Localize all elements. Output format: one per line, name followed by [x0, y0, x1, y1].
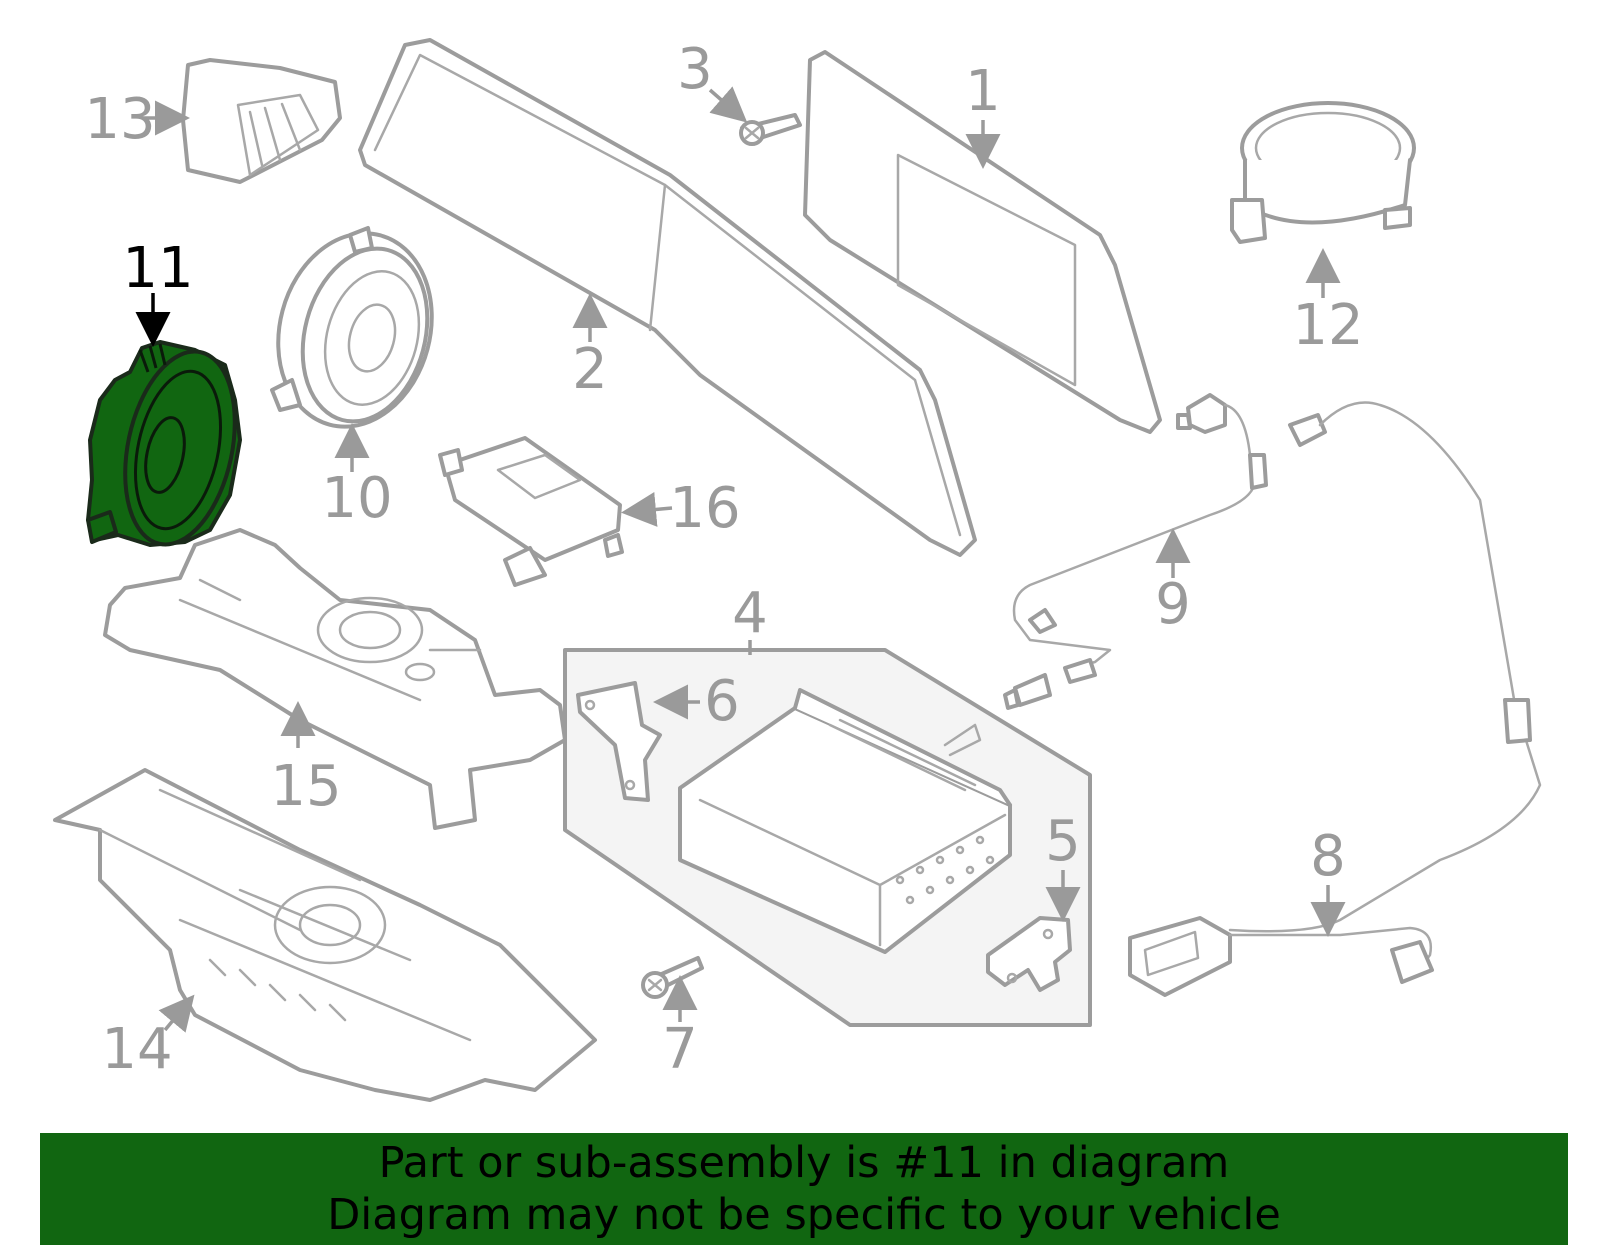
callout-13: 13 [84, 87, 155, 152]
callout-12: 12 [1292, 293, 1363, 358]
banner-line-part: Part or sub-assembly is #11 in diagram [378, 1138, 1230, 1188]
part-13-tweeter-cover [181, 58, 342, 184]
callout-6: 6 [704, 669, 740, 734]
callout-2: 2 [572, 337, 608, 402]
part-9-cable [1003, 393, 1268, 710]
part-3-screw [739, 113, 802, 146]
callout-8: 8 [1310, 824, 1346, 889]
part-7-screw [641, 956, 704, 999]
callout-5: 5 [1045, 809, 1081, 874]
callout-16: 16 [669, 476, 740, 541]
callout-11: 11 [122, 236, 193, 301]
callout-3: 3 [677, 37, 713, 102]
callout-14: 14 [101, 1017, 172, 1082]
parts-diagram: 1 2 3 4 5 6 7 8 9 10 11 12 13 14 15 16 [53, 37, 1542, 1102]
part-11-speaker-highlighted [86, 340, 242, 547]
callout-4: 4 [732, 581, 768, 646]
callout-7: 7 [662, 1017, 698, 1082]
part-4-radio-unit [678, 688, 1012, 954]
callout-15: 15 [270, 754, 341, 819]
part-16-module [438, 436, 624, 587]
callout-9: 9 [1155, 572, 1191, 637]
part-12-speaker [1230, 101, 1416, 244]
leader-16 [621, 492, 673, 527]
info-banner: Part or sub-assembly is #11 in diagram D… [40, 1133, 1568, 1245]
callout-10: 10 [321, 466, 392, 531]
part-14-tray [53, 768, 597, 1102]
part-8-cable [1128, 401, 1542, 997]
callout-labels: 1 2 3 4 5 6 7 8 9 10 11 12 13 14 15 16 [84, 37, 1363, 1082]
banner-line-disclaimer: Diagram may not be specific to your vehi… [327, 1190, 1281, 1240]
leader-3 [708, 86, 748, 123]
part-10-speaker [270, 226, 434, 429]
callout-1: 1 [965, 59, 1001, 124]
part-2-dash-panel [358, 38, 977, 557]
part-6-bracket [576, 681, 662, 802]
leader-lines [135, 86, 1346, 1033]
part-1-display [803, 50, 1162, 434]
leader-14 [158, 994, 195, 1033]
